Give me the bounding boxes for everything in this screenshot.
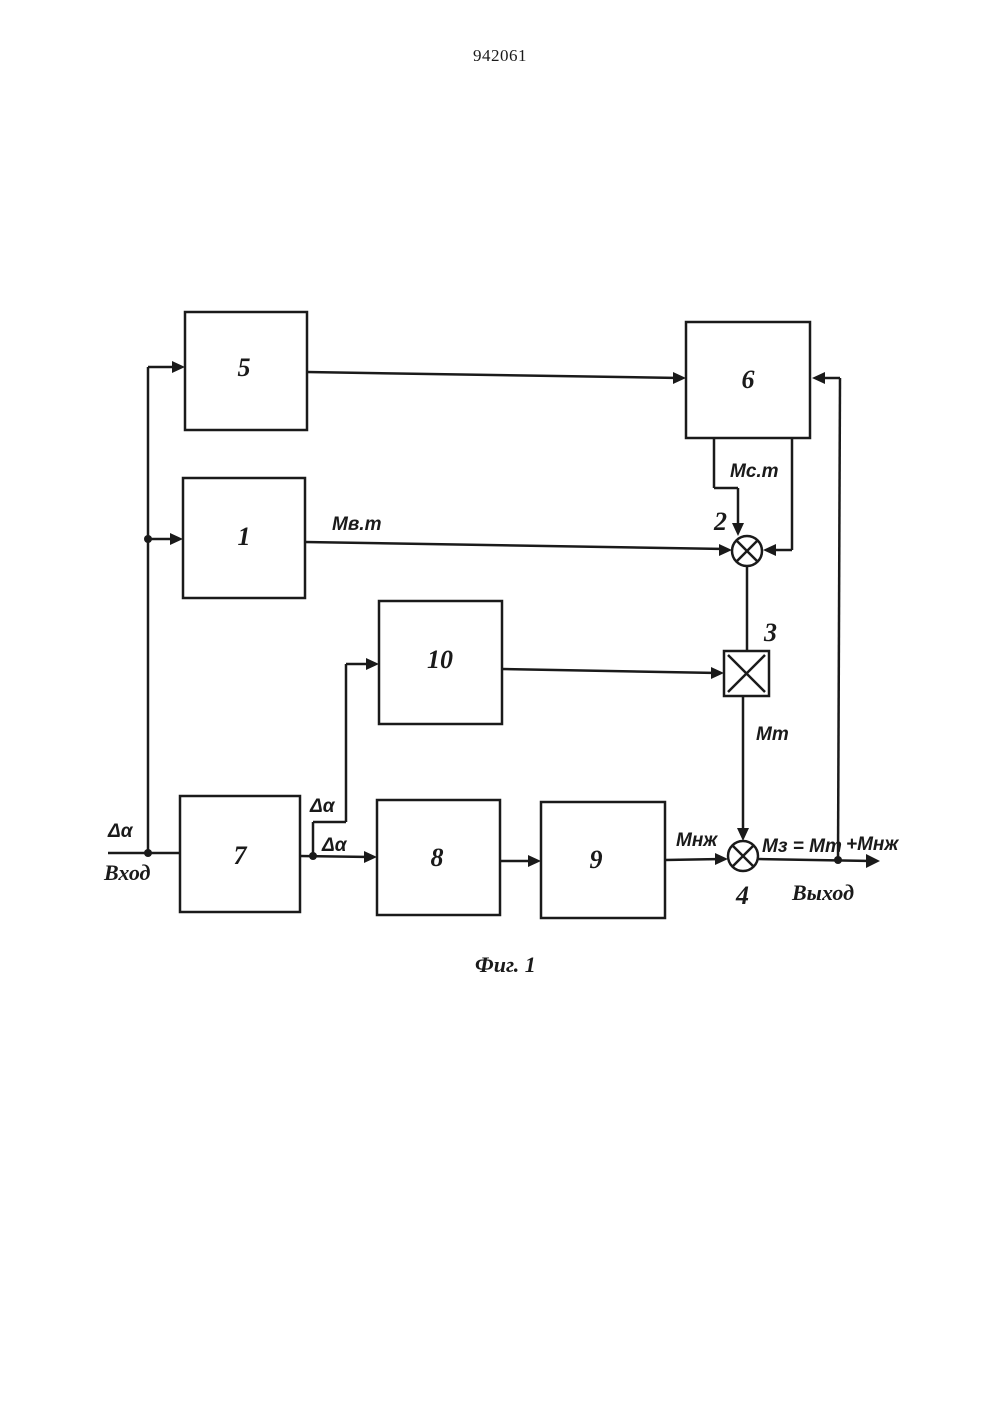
block-5: 5: [185, 312, 307, 430]
signal-plus-m-nzh: +Mнж: [846, 834, 899, 855]
block-9-label: 9: [590, 845, 603, 874]
block-10: 10: [379, 601, 502, 724]
output-label: Выход: [791, 880, 854, 905]
signal-m-t: Mт: [756, 724, 789, 745]
block-6: 6: [686, 322, 810, 438]
input-label: Вход: [103, 860, 151, 885]
block-1-label: 1: [238, 522, 251, 551]
block-8: 8: [377, 800, 500, 915]
node-2-label: 2: [713, 507, 727, 536]
block-1: 1: [183, 478, 305, 598]
signal-m-st: Mс.т: [730, 461, 779, 482]
figure-caption: Фиг. 1: [475, 952, 536, 977]
signal-delta-alpha-input: Δα: [107, 821, 134, 842]
block-10-label: 10: [427, 645, 453, 674]
signal-delta-alpha-upper: Δα: [309, 796, 336, 817]
node-4-label: 4: [735, 881, 749, 910]
block-6-label: 6: [742, 365, 755, 394]
summing-node-4: 4: [728, 841, 758, 910]
signal-delta-alpha-lower: Δα: [321, 835, 348, 856]
block-8-label: 8: [431, 843, 444, 872]
signal-m-nzh: Mнж: [676, 830, 718, 851]
node-3-label: 3: [763, 618, 777, 647]
block-5-label: 5: [238, 353, 251, 382]
signal-m-z-equals-m-t: Mз = Mт: [762, 836, 842, 857]
block-7: 7: [180, 796, 300, 912]
block-7-label: 7: [234, 841, 248, 870]
block-9: 9: [541, 802, 665, 918]
signal-m-vt: Mв.т: [332, 514, 382, 535]
multiplier-node-3: 3: [724, 618, 777, 696]
